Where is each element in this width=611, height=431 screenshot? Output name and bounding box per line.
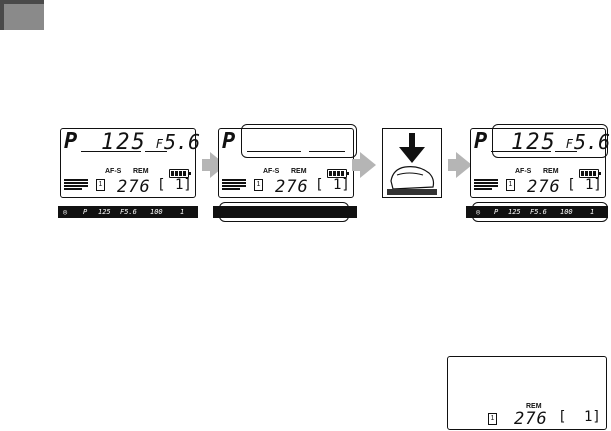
lcd-segment xyxy=(145,151,167,152)
lcd-segment xyxy=(81,151,141,152)
vf-count: 1 xyxy=(180,208,185,216)
lcd-bracket-right: 1] xyxy=(585,177,602,193)
shutter-press-icon xyxy=(387,133,437,195)
vf-aperture: F5.6 xyxy=(120,208,137,216)
lcd-f-prefix: F xyxy=(566,137,573,151)
vf-icon: ◎ xyxy=(63,208,68,216)
lcd-f-prefix: F xyxy=(156,137,163,151)
exposure-bars-icon xyxy=(64,179,88,191)
vf-mode: P xyxy=(494,208,499,216)
viewfinder-bar-1: ◎ P 125 F5.6 100 1 xyxy=(58,206,198,218)
lcd-rem: REM xyxy=(133,168,149,175)
vf-mode: P xyxy=(83,208,88,216)
vf-icon: ◎ xyxy=(476,208,481,216)
vf-aperture: F5.6 xyxy=(530,208,547,216)
lcd-segment xyxy=(491,151,551,152)
frame-icon: 1 xyxy=(96,179,105,191)
lcd-bracket-right: 1] xyxy=(333,177,350,193)
arrow-right-icon xyxy=(352,152,376,178)
lcd-mode: P xyxy=(64,129,78,154)
viewfinder-highlight-2 xyxy=(219,202,349,222)
viewfinder-bar-2-blank xyxy=(213,206,357,218)
lcd-frames-remaining: 276 xyxy=(117,177,151,197)
vf-count: 1 xyxy=(590,208,595,216)
lcd-rem: REM xyxy=(291,168,307,175)
lcd-shutter: 125 xyxy=(101,130,147,155)
frame-icon: 1 xyxy=(488,413,497,425)
top-row-highlight-3 xyxy=(492,124,608,158)
viewfinder-highlight-3 xyxy=(472,202,608,222)
lcd-bracket-right: 1] xyxy=(175,177,192,193)
lcd-panel-standby: REM 1 276 [ 1] xyxy=(447,356,607,430)
vf-shutter: 125 xyxy=(98,208,111,216)
lcd-rem: REM xyxy=(526,403,542,410)
lcd-bracket-right: 1] xyxy=(584,409,601,425)
viewfinder-bar-3: ◎ P 125 F5.6 100 1 xyxy=(466,206,608,218)
lcd-segment xyxy=(247,151,301,152)
lcd-panel-1: P 125 F 5.6 AF-S REM 1 276 [ 1] xyxy=(60,128,200,198)
vf-iso: 100 xyxy=(560,208,573,216)
exposure-bars-icon xyxy=(222,179,246,191)
battery-icon xyxy=(169,169,191,178)
lcd-frames-remaining: 276 xyxy=(527,177,561,197)
lcd-bracket-left: [ xyxy=(558,409,567,425)
shutter-press-illustration xyxy=(382,128,442,198)
frame-icon: 1 xyxy=(506,179,515,191)
lcd-mode: P xyxy=(222,129,236,154)
lcd-segment xyxy=(309,151,345,152)
lcd-bracket-left: [ xyxy=(315,177,324,193)
lcd-af-mode: AF-S xyxy=(263,168,280,175)
lcd-bracket-left: [ xyxy=(567,177,576,193)
vf-shutter: 125 xyxy=(508,208,521,216)
lcd-segment xyxy=(555,151,577,152)
lcd-aperture: 5.6 xyxy=(574,130,611,154)
lcd-aperture: 5.6 xyxy=(164,130,201,154)
lcd-mode: P xyxy=(474,129,488,154)
frame-icon: 1 xyxy=(254,179,263,191)
lcd-af-mode: AF-S xyxy=(105,168,122,175)
lcd-af-mode: AF-S xyxy=(515,168,532,175)
top-row-highlight-2 xyxy=(241,124,357,158)
lcd-frames-remaining: 276 xyxy=(514,409,548,429)
battery-icon xyxy=(327,169,349,178)
lcd-frames-remaining: 276 xyxy=(275,177,309,197)
vf-iso: 100 xyxy=(150,208,163,216)
lcd-bracket-left: [ xyxy=(157,177,166,193)
lcd-shutter: 125 xyxy=(511,130,557,155)
exposure-bars-icon xyxy=(474,179,498,191)
battery-icon xyxy=(579,169,601,178)
section-tab xyxy=(0,0,44,30)
arrow-right-icon xyxy=(448,152,472,178)
lcd-panel-2: P AF-S REM 1 276 [ 1] xyxy=(218,128,354,198)
lcd-rem: REM xyxy=(543,168,559,175)
